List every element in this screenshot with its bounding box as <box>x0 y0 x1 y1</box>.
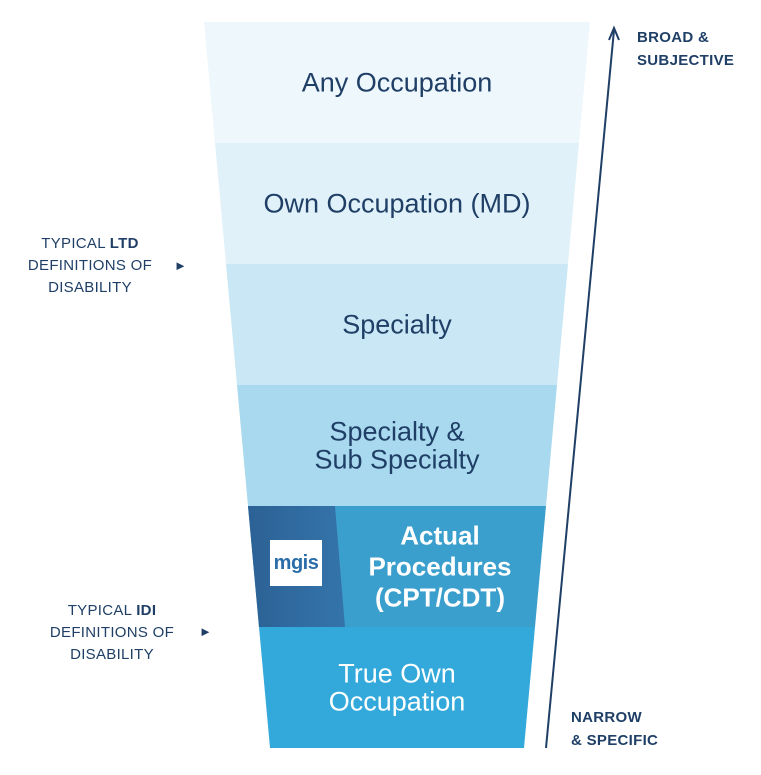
tier-label-sub-specialty: Sub Specialty <box>314 445 480 475</box>
idi-pointer-icon: ► <box>199 624 212 639</box>
tier-label-sub-specialty: Specialty & <box>329 417 464 447</box>
tier-label-own-occupation: Own Occupation (MD) <box>263 189 530 219</box>
tier-any-occupation <box>204 22 590 144</box>
funnel-tiers <box>204 22 590 748</box>
tier-label-actual-procedures: Procedures <box>368 552 511 582</box>
tier-label-any-occupation: Any Occupation <box>302 68 493 98</box>
idi-label: TYPICAL IDI DEFINITIONS OF DISABILITY <box>49 602 175 663</box>
mgis-logo: mgis <box>270 540 322 586</box>
mgis-logo-text: mgis <box>273 551 319 574</box>
tier-specialty <box>204 264 590 386</box>
tier-label-specialty: Specialty <box>342 310 452 340</box>
tier-own-occupation <box>204 143 590 265</box>
tier-label-true-own-occupation: Occupation <box>329 687 466 717</box>
ltd-label: TYPICAL LTD DEFINITIONS OF DISABILITY <box>27 235 153 296</box>
scale-bottom-label: NARROW & SPECIFIC <box>571 709 659 749</box>
scale-arrow-line <box>545 29 615 749</box>
tier-label-actual-procedures: (CPT/CDT) <box>375 583 505 613</box>
ltd-pointer-icon: ► <box>174 258 187 273</box>
tier-true-own-occupation <box>204 627 590 748</box>
scale-arrowhead <box>608 25 620 41</box>
tier-sub-specialty <box>204 385 590 507</box>
tier-label-actual-procedures: Actual <box>400 521 479 551</box>
tier-label-true-own-occupation: True Own <box>338 659 456 689</box>
scale-top-label: BROAD & SUBJECTIVE <box>637 29 735 69</box>
